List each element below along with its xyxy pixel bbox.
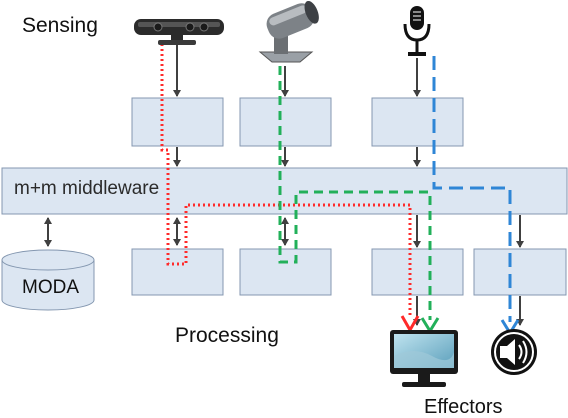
processing-box-1 — [131, 248, 224, 296]
moda-label: MODA — [22, 277, 79, 298]
processing-box-2 — [239, 248, 332, 296]
speaker-icon — [491, 329, 537, 375]
effector-processing-box-1 — [371, 248, 464, 296]
depth-camera-icon — [134, 19, 224, 45]
sensing-label: Sensing — [22, 14, 98, 37]
webcam-icon — [258, 0, 319, 63]
sensor-processing-box-1 — [131, 97, 224, 147]
microphone-icon — [403, 6, 431, 56]
database-icon — [1, 249, 95, 311]
processing-label: Processing — [175, 324, 279, 347]
effectors-label: Effectors — [424, 396, 503, 418]
sensor-processing-box-2 — [239, 97, 332, 147]
monitor-icon — [390, 330, 458, 387]
effector-processing-box-2 — [473, 248, 567, 296]
middleware-label: m+m middleware — [14, 178, 160, 199]
sensor-processing-box-3 — [371, 97, 464, 147]
